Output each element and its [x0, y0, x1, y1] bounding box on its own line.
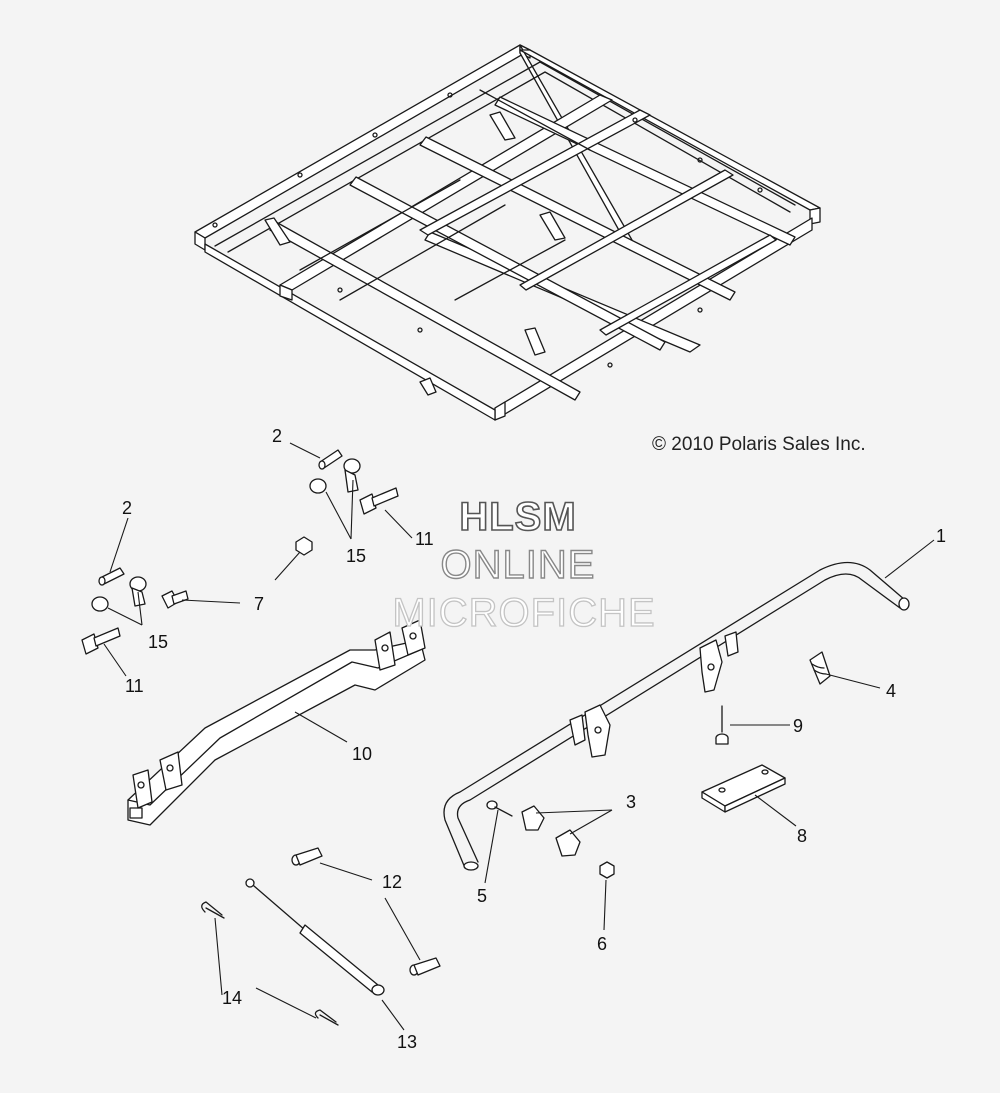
part-7-bolt	[161, 590, 189, 609]
callout-9: 9	[793, 716, 803, 736]
part-6-nut	[599, 861, 615, 879]
callout-12: 12	[382, 872, 402, 892]
part-7-nut-upper	[295, 536, 313, 556]
watermark-line-2: ONLINE	[441, 543, 596, 587]
part-4-spring-clip	[809, 651, 831, 685]
copyright-notice: © 2010 Polaris Sales Inc.	[652, 434, 866, 455]
callout-10: 10	[352, 744, 372, 764]
callout-2-lower: 2	[122, 498, 132, 518]
watermark: HLSM ONLINE MICROFICHE	[392, 494, 656, 635]
part-5-pin	[486, 800, 513, 817]
part-9-rivet	[715, 705, 729, 745]
callout-6: 6	[597, 934, 607, 954]
callout-7: 7	[254, 594, 264, 614]
callout-labels: 1 2 2 3 4 5 6 7 8 9 10 11 11 12 13 14 15…	[122, 426, 946, 1052]
part-8-plate	[701, 764, 786, 813]
part-11-bolt-upper	[359, 487, 399, 515]
part-2-pin-upper	[318, 449, 343, 470]
callout-11-lower: 11	[125, 676, 144, 696]
callout-15-lower: 15	[148, 632, 168, 652]
watermark-line-3: MICROFICHE	[392, 591, 655, 635]
callout-5: 5	[477, 886, 487, 906]
part-13-gas-strut	[245, 878, 385, 996]
part-15-bushings-lower	[91, 576, 147, 612]
callout-1: 1	[936, 526, 946, 546]
callout-8: 8	[797, 826, 807, 846]
part-1-latch-rod	[443, 561, 910, 871]
watermark-line-1: HLSM	[459, 495, 576, 539]
part-2-pin-lower	[98, 567, 125, 586]
callout-4: 4	[886, 681, 896, 701]
callout-14: 14	[222, 988, 242, 1008]
part-15-bushings-upper	[309, 458, 361, 494]
part-3-clips	[521, 805, 581, 857]
callout-13: 13	[397, 1032, 417, 1052]
part-14-cotter-pins	[201, 901, 339, 1026]
leader-lines	[103, 442, 935, 1031]
callout-3: 3	[626, 792, 636, 812]
part-12-pin-upper	[291, 847, 323, 866]
callout-11-upper: 11	[415, 529, 434, 549]
part-11-bolt-lower	[81, 627, 121, 655]
callout-15-upper: 15	[346, 546, 366, 566]
part-12-pin-lower	[409, 957, 441, 976]
cargo-box-frame	[194, 44, 821, 421]
part-10-support-bracket	[127, 619, 426, 826]
callout-2-upper: 2	[272, 426, 282, 446]
